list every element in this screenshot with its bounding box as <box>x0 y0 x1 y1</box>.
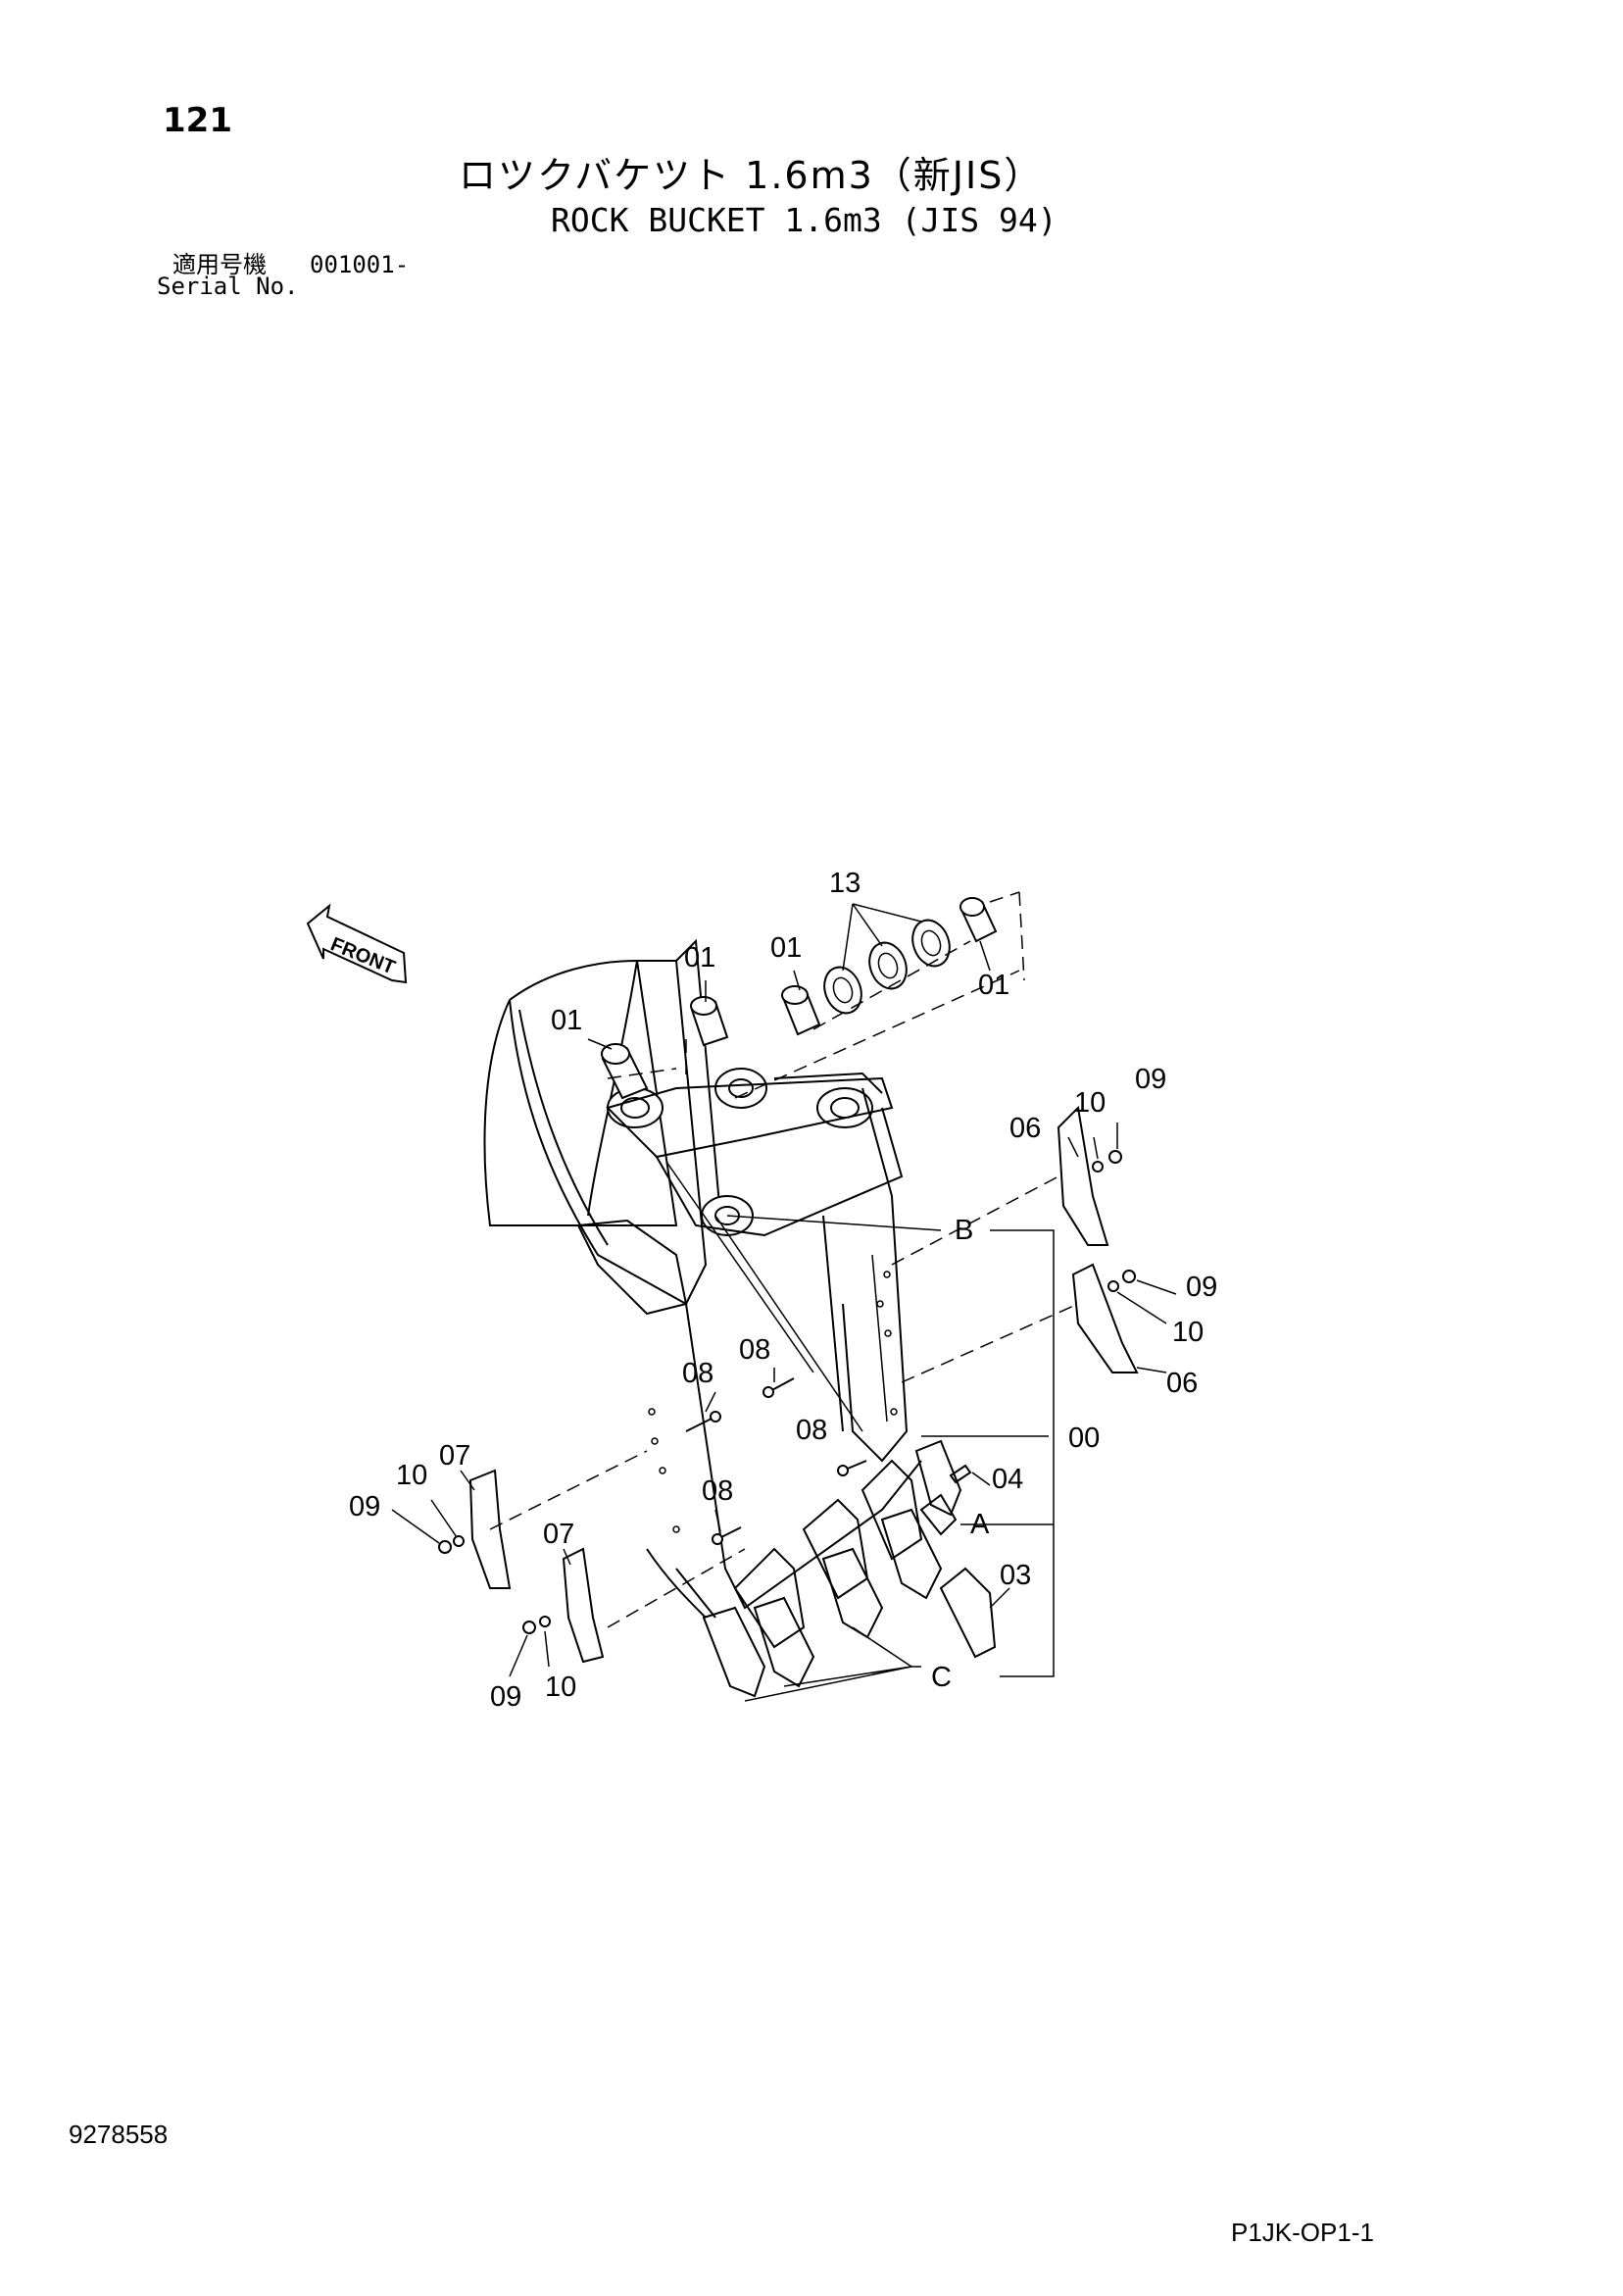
callout-10: 10 <box>1172 1317 1204 1348</box>
fasteners <box>438 1150 1136 1634</box>
callout-09: 09 <box>349 1491 380 1522</box>
callout-03: 03 <box>1000 1560 1031 1591</box>
title-english: ROCK BUCKET 1.6m3 (JIS 94) <box>551 201 1057 239</box>
leader-lines <box>391 903 1177 1702</box>
callout-08: 08 <box>796 1415 827 1446</box>
callout-06: 06 <box>1009 1113 1041 1144</box>
callout-08: 08 <box>702 1475 733 1507</box>
callout-10: 10 <box>545 1672 576 1703</box>
callout-08: 08 <box>739 1334 770 1366</box>
callout-A: A <box>970 1509 990 1540</box>
callout-09: 09 <box>490 1681 521 1713</box>
callout-06: 06 <box>1166 1368 1198 1399</box>
bucket-body <box>483 938 922 1619</box>
callout-08: 08 <box>682 1358 713 1389</box>
bucket-teeth <box>702 1439 997 1698</box>
callout-B: B <box>955 1215 973 1246</box>
callout-07: 07 <box>439 1440 470 1472</box>
bushings-and-shims <box>601 897 998 1100</box>
callout-01: 01 <box>978 970 1009 1001</box>
side-cutters <box>468 1105 1139 1664</box>
callout-00: 00 <box>1068 1423 1100 1454</box>
callout-10: 10 <box>1074 1087 1106 1119</box>
serial-label-english: Serial No. <box>157 273 299 300</box>
title-japanese: ロツクバケツト 1.6m3（新JIS） <box>459 154 1044 197</box>
callout-01: 01 <box>551 1005 582 1036</box>
callout-13: 13 <box>829 868 861 899</box>
callout-04: 04 <box>992 1464 1023 1495</box>
front-label: FRONT <box>327 933 398 978</box>
document-number: 9278558 <box>69 2120 169 2149</box>
assembly-lines <box>489 891 1079 1628</box>
sheet-code: P1JK-OP1-1 <box>1231 2218 1374 2247</box>
serial-number: 001001- <box>310 251 410 278</box>
callout-01: 01 <box>770 932 802 964</box>
callout-10: 10 <box>396 1460 427 1491</box>
page-number: 121 <box>163 101 232 140</box>
serial-label-japanese: 適用号機 <box>172 251 267 278</box>
callouts: 13 01 01 01 01 B 00 A C 03 04 06 06 07 0… <box>349 868 1217 1713</box>
callout-07: 07 <box>543 1519 574 1550</box>
callout-09: 09 <box>1135 1064 1166 1095</box>
front-arrow-icon: FRONT <box>306 903 408 984</box>
callout-09: 09 <box>1186 1272 1217 1303</box>
callout-C: C <box>931 1662 952 1693</box>
callout-01: 01 <box>684 942 715 973</box>
